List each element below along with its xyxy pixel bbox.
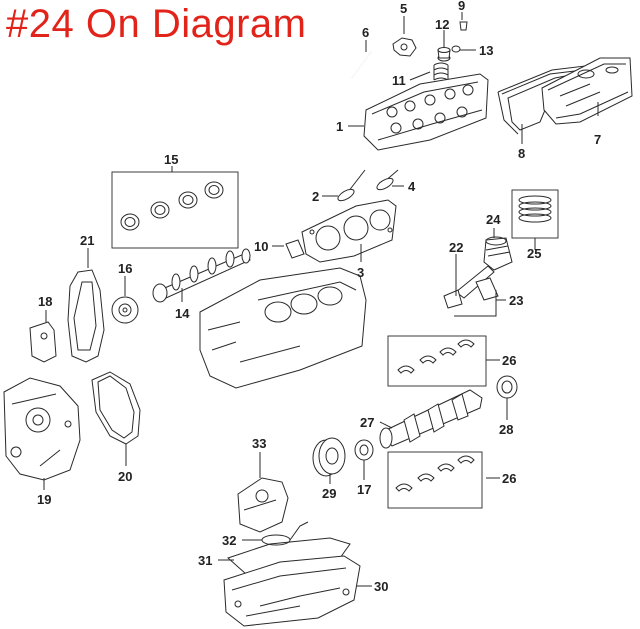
callout-30: 30 (374, 579, 388, 594)
part-crankshaft-drawing (379, 389, 483, 449)
page-title: #24 On Diagram (6, 2, 307, 46)
part-valve-cover-gasket-drawing (497, 65, 587, 135)
cam-bearing-set-box (111, 171, 239, 249)
callout-16: 16 (118, 261, 132, 276)
callout-4: 4 (408, 179, 416, 194)
part-chain-guide-drawing (29, 321, 57, 363)
callout-33: 33 (252, 436, 266, 451)
callout-32: 32 (222, 533, 236, 548)
part-valve-spring-retainer-drawing (437, 45, 461, 62)
rod-bearing-set-box (387, 335, 487, 387)
callout-31: 31 (198, 553, 212, 568)
part-oil-pump-drawing (237, 477, 289, 533)
part-crank-sprocket-drawing (354, 439, 374, 461)
callout-21: 21 (80, 233, 94, 248)
part-timing-cover-drawing (3, 377, 81, 481)
callout-14: 14 (175, 306, 190, 321)
callout-1: 1 (336, 119, 343, 134)
part-oil-pan-drawing (223, 555, 361, 627)
callout-7: 7 (594, 132, 601, 147)
callout-13: 13 (479, 43, 493, 58)
callout-25: 25 (527, 246, 541, 261)
callout-3: 3 (357, 265, 364, 280)
part-rear-main-seal-drawing (496, 375, 518, 399)
callout-26-rod-bearings: 26 (502, 353, 516, 368)
part-piston-drawing (483, 236, 513, 271)
part-camshaft-drawing (152, 248, 251, 303)
callout-17: 17 (357, 482, 371, 497)
part-intake-valve-drawing (337, 169, 366, 202)
callout-28: 28 (499, 422, 513, 437)
callout-18: 18 (38, 294, 52, 309)
part-main-bearings-drawing (395, 455, 475, 492)
part-valve-cover-drawing (541, 57, 633, 125)
part-timing-chain-drawing (67, 269, 105, 363)
part-connecting-rod-drawing (443, 265, 499, 309)
part-engine-block-drawing (199, 267, 367, 389)
callout-15: 15 (164, 152, 178, 167)
callout-6: 6 (362, 25, 369, 40)
callout-23: 23 (509, 293, 523, 308)
part-cylinder-head-drawing (363, 73, 489, 151)
part-piston-rings-drawing (518, 195, 552, 223)
callout-26-main-bearings: 26 (502, 471, 516, 486)
part-rocker-arm-drawing (392, 37, 417, 57)
callout-20: 20 (118, 469, 132, 484)
callout-12: 12 (435, 17, 449, 32)
part-timing-cover-gasket-drawing (91, 371, 141, 445)
callout-11: 11 (392, 73, 406, 88)
callout-10: 10 (254, 239, 268, 254)
part-valve-lifter-drawing (285, 239, 305, 259)
part-valve-keeper-drawing (459, 21, 468, 31)
callout-2: 2 (312, 189, 319, 204)
callout-22: 22 (449, 240, 463, 255)
part-camshaft-bearings-drawing (120, 181, 224, 231)
leader-lines (43, 12, 599, 587)
part-head-gasket-drawing (301, 199, 397, 263)
callout-19: 19 (37, 492, 51, 507)
callout-24: 24 (486, 212, 501, 227)
part-valve-spring-drawing (433, 62, 449, 81)
callout-8: 8 (518, 146, 525, 161)
part-crankshaft-pulley-drawing (312, 437, 346, 477)
callout-27: 27 (360, 415, 374, 430)
callout-29: 29 (322, 486, 336, 501)
part-pushrod-drawing (351, 51, 372, 79)
part-exhaust-valve-drawing (376, 169, 399, 191)
part-rod-bearings-drawing (397, 339, 475, 374)
callout-labels: 1 2 3 4 5 6 7 8 9 10 11 12 13 14 15 16 1… (37, 0, 601, 594)
main-bearing-set-box (387, 451, 483, 509)
part-cam-sprocket-drawing (111, 296, 139, 324)
callout-9: 9 (458, 0, 465, 13)
callout-5: 5 (400, 1, 407, 16)
